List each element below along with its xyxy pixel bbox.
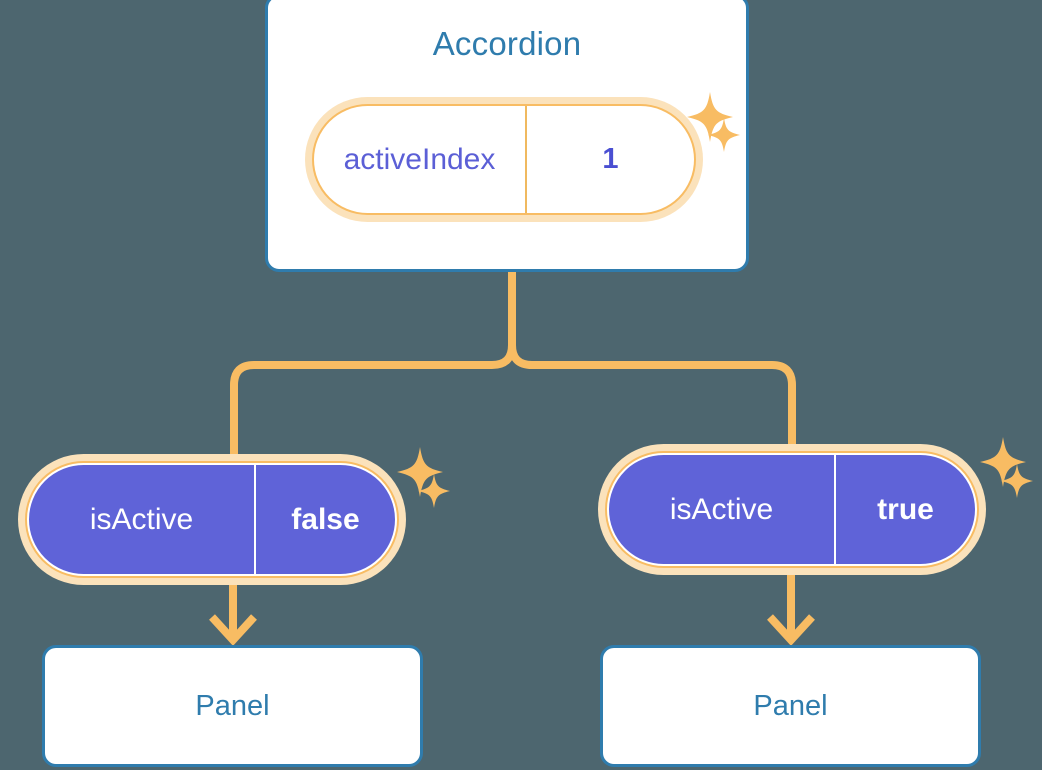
edge-to-right-branch: [508, 344, 796, 445]
edge-to-left-branch: [230, 344, 516, 455]
sparkle-icon: [397, 447, 443, 497]
state-value-label: 1: [602, 143, 619, 175]
sparkle-icon: [980, 437, 1026, 487]
pill-body: activeIndex 1: [314, 106, 694, 213]
sparkle-icon: [418, 474, 450, 508]
pill-divider: [525, 106, 527, 213]
panel-component-card-right[interactable]: Panel: [600, 645, 981, 767]
state-key-label: isActive: [89, 502, 194, 536]
state-key-label: activeIndex: [343, 142, 496, 176]
pill-body: isActive true: [607, 453, 977, 566]
pill-divider: [254, 465, 256, 574]
state-value-label: true: [877, 492, 934, 526]
state-pill-is-active-true[interactable]: isActive true: [598, 444, 986, 575]
state-pill-is-active-false[interactable]: isActive false: [18, 454, 406, 585]
pill-divider: [834, 455, 836, 564]
panel-title: Panel: [753, 689, 828, 722]
pill-body: isActive false: [27, 463, 397, 576]
panel-title: Panel: [195, 689, 270, 722]
accordion-title: Accordion: [432, 25, 582, 62]
state-key-label: isActive: [669, 492, 774, 526]
sparkle-icon: [1001, 464, 1033, 498]
state-value-label: false: [291, 502, 360, 536]
panel-component-card-left[interactable]: Panel: [42, 645, 423, 767]
state-pill-active-index[interactable]: activeIndex 1: [305, 97, 703, 222]
arrow-right-head: [767, 614, 815, 646]
arrow-left-head: [209, 614, 257, 646]
